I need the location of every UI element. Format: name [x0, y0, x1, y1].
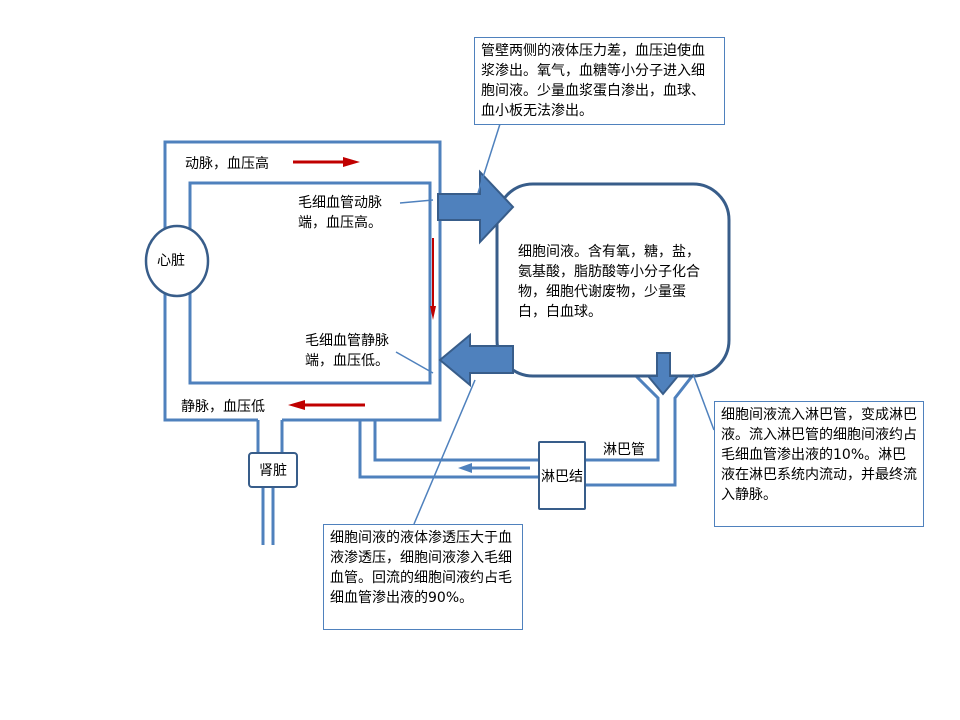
lymph-callout: 细胞间液流入淋巴管，变成淋巴液。流入淋巴管的细胞间液约占毛细血管渗出液的10%。…	[714, 401, 924, 527]
artery-label: 动脉，血压高	[185, 156, 269, 172]
filtration-pointer	[477, 123, 501, 194]
reabsorption-callout: 细胞间液的液体渗透压大于血液渗透压，细胞间液渗入毛细血管。回流的细胞间液约占毛细…	[323, 524, 523, 630]
heart-shape	[144, 224, 210, 298]
lymph-entry-arrow	[645, 352, 681, 396]
capillary-loop	[188, 181, 432, 385]
capillary-venous-label: 毛细血管静脉端，血压低。	[305, 333, 389, 369]
lymph-path-outer	[358, 420, 540, 479]
capillary-arterial-pointer	[399, 199, 434, 204]
lymph-node-label: 淋巴结	[541, 468, 583, 485]
kidney-label: 肾脏	[259, 463, 287, 479]
filtration-callout: 管壁两侧的液体压力差，血压迫使血浆渗出。氧气，血糖等小分子进入细胞间液。少量血浆…	[474, 37, 725, 125]
kidney-node: 肾脏	[248, 452, 298, 488]
capillary-venous-pointer	[395, 351, 434, 374]
kidney-vessel-bottom	[261, 488, 275, 545]
lymph-path-inner	[373, 420, 540, 462]
reabsorption-pointer	[413, 379, 476, 525]
filtration-block-arrow	[437, 169, 515, 245]
capillary-arterial-label: 毛细血管动脉端，血压高。	[298, 195, 382, 231]
interstitial-fluid-box	[495, 182, 731, 378]
lymph-pointer	[692, 373, 715, 431]
interstitial-fluid-text: 细胞间液。含有氧，糖，盐，氨基酸，脂肪酸等小分子化合物，细胞代谢废物，少量蛋白，…	[518, 244, 700, 320]
kidney-vessel-top	[256, 420, 284, 455]
lymph-vessel-right	[586, 374, 695, 487]
vein-label: 静脉，血压低	[181, 399, 265, 415]
lymph-vessel-label: 淋巴管	[603, 442, 645, 458]
reabsorption-block-arrow	[438, 332, 514, 388]
heart-label: 心脏	[157, 253, 185, 269]
lymph-node: 淋巴结	[538, 441, 586, 510]
outer-vessel-loop	[163, 140, 442, 422]
lymph-vessel-left	[586, 373, 660, 462]
